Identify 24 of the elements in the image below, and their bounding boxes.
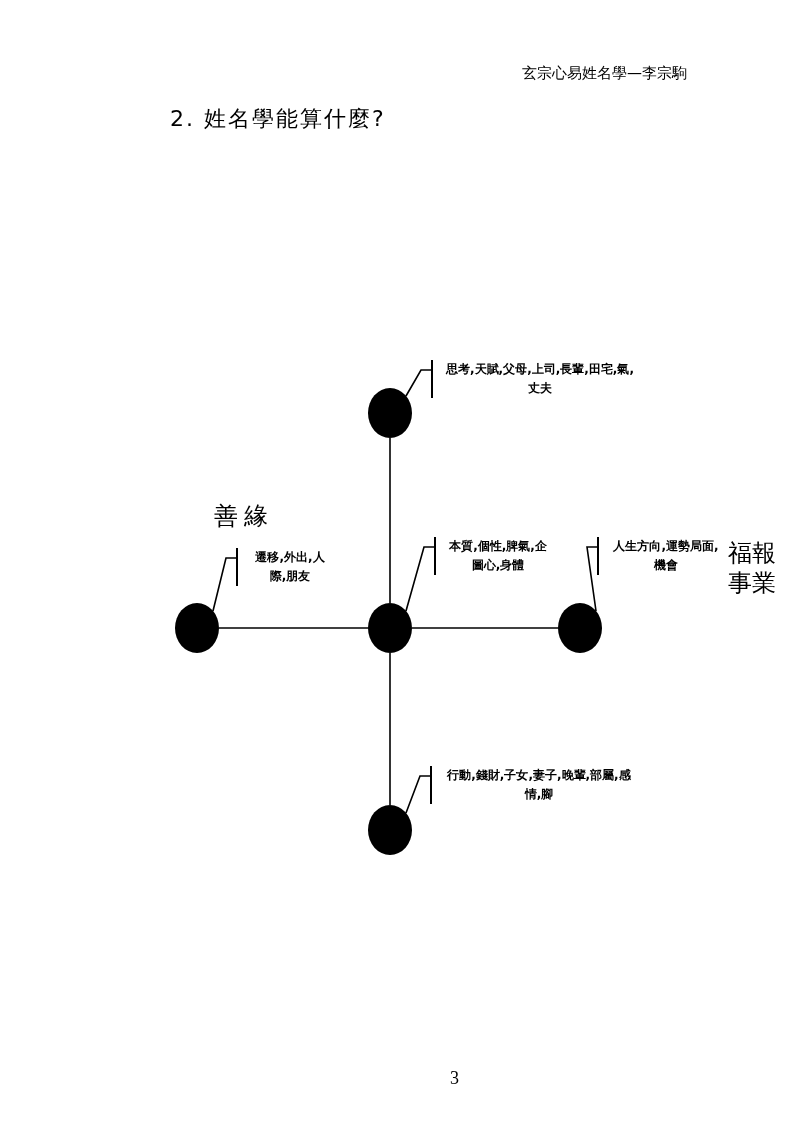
connector-line <box>389 437 391 604</box>
page-number: 3 <box>450 1068 459 1089</box>
handwritten-note: 善緣 <box>214 501 274 532</box>
annotation-text: 人生方向,運勢局面,機會 <box>597 537 721 575</box>
header-text: 玄宗心易姓名學—李宗駒 <box>522 64 687 83</box>
annotation-text: 本質,個性,脾氣,企圖心,身體 <box>434 537 548 575</box>
circle-node <box>368 388 412 438</box>
connector-line <box>389 652 391 806</box>
leader-line <box>586 546 598 612</box>
annotation-text: 遷移,外出,人際,朋友 <box>236 548 330 586</box>
leader-line <box>405 546 435 612</box>
leader-line <box>405 775 431 814</box>
circle-node <box>558 603 602 653</box>
leader-line <box>212 557 237 612</box>
circle-node <box>368 603 412 653</box>
title: 2. 姓名學能算什麼? <box>170 105 386 133</box>
connector-line <box>411 627 559 629</box>
circle-node <box>175 603 219 653</box>
connector-line <box>218 627 369 629</box>
leader-line <box>405 369 432 397</box>
handwritten-note: 福報事業 <box>728 538 777 598</box>
circle-node <box>368 805 412 855</box>
annotation-text: 思考,天賦,父母,上司,長輩,田宅,氣,丈夫 <box>431 360 635 398</box>
annotation-text: 行動,錢財,子女,妻子,晚輩,部屬,感情,腳 <box>430 766 634 804</box>
